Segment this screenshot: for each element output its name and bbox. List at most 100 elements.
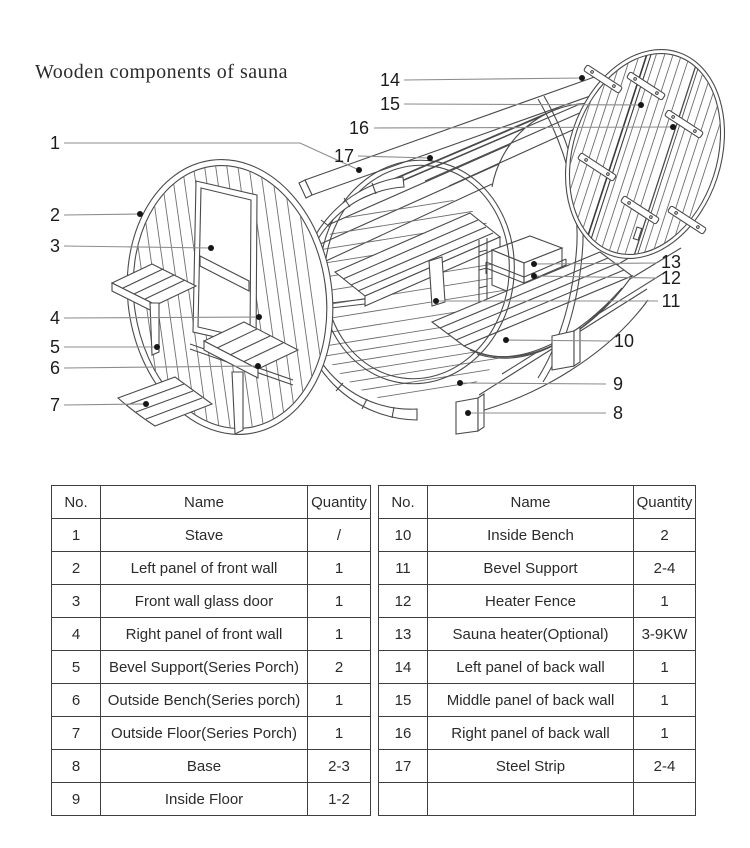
parts-table-left: No. Name Quantity 1 Stave / 2 Left panel… bbox=[51, 485, 371, 816]
parts-table-right: No. Name Quantity 10 Inside Bench 2 11 B… bbox=[378, 485, 696, 816]
cell-quantity: 1 bbox=[307, 683, 371, 717]
cell-no: 6 bbox=[51, 683, 101, 717]
table-header-row: No. Name Quantity bbox=[378, 485, 696, 519]
table-row: 4 Right panel of front wall 1 bbox=[51, 617, 371, 651]
table-row: 15 Middle panel of back wall 1 bbox=[378, 683, 696, 717]
cell-no: 7 bbox=[51, 716, 101, 750]
cell-no: 17 bbox=[378, 749, 428, 783]
bevel-support-leg bbox=[149, 302, 160, 356]
col-header-no: No. bbox=[378, 485, 428, 519]
col-header-quantity: Quantity bbox=[633, 485, 696, 519]
front-wall-glass-door bbox=[192, 180, 258, 347]
part-label-10: 10 bbox=[614, 331, 634, 351]
table-row: 2 Left panel of front wall 1 bbox=[51, 551, 371, 585]
table-row: 9 Inside Floor 1-2 bbox=[51, 782, 371, 816]
table-row: 6 Outside Bench(Series porch) 1 bbox=[51, 683, 371, 717]
outside-bench-lower bbox=[189, 321, 300, 435]
cell-quantity: 1 bbox=[307, 716, 371, 750]
sauna-exploded-diagram: 1 2 3 4 5 6 7 8 9 10 11 12 13 14 15 16 1… bbox=[50, 33, 740, 442]
part-label-9: 9 bbox=[613, 374, 623, 394]
outside-bench-upper bbox=[110, 263, 198, 356]
cell-no: 12 bbox=[378, 584, 428, 618]
cell-no: 11 bbox=[378, 551, 428, 585]
cell-name: Sauna heater(Optional) bbox=[427, 617, 634, 651]
cell-name: Inside Floor bbox=[100, 782, 308, 816]
panel-dividers bbox=[581, 36, 704, 270]
col-header-name: Name bbox=[427, 485, 634, 519]
table-row: 7 Outside Floor(Series Porch) 1 bbox=[51, 716, 371, 750]
back-wall-battens bbox=[577, 64, 707, 235]
part-label-4: 4 bbox=[50, 308, 60, 328]
cell-no: 4 bbox=[51, 617, 101, 651]
outside-floor bbox=[116, 376, 214, 427]
cell-name: Steel Strip bbox=[427, 749, 634, 783]
cell-no: 14 bbox=[378, 650, 428, 684]
table-row: 8 Base 2-3 bbox=[51, 749, 371, 783]
page-title: Wooden components of sauna bbox=[35, 61, 288, 83]
part-label-12: 12 bbox=[661, 268, 681, 288]
part-label-17: 17 bbox=[334, 146, 354, 166]
cell-quantity: 1-2 bbox=[307, 782, 371, 816]
cell-no: 9 bbox=[51, 782, 101, 816]
table-row: 10 Inside Bench 2 bbox=[378, 518, 696, 552]
cell-name: Bevel Support(Series Porch) bbox=[100, 650, 308, 684]
col-header-no: No. bbox=[51, 485, 101, 519]
cell-name: Bevel Support bbox=[427, 551, 634, 585]
barrel-top-staves bbox=[299, 103, 622, 274]
cell-name: Inside Bench bbox=[427, 518, 634, 552]
part-label-8: 8 bbox=[613, 403, 623, 423]
cell-no: 1 bbox=[51, 518, 101, 552]
cell-name: Base bbox=[100, 749, 308, 783]
cell-quantity: 2-4 bbox=[633, 749, 696, 783]
table-row: 17 Steel Strip 2-4 bbox=[378, 749, 696, 783]
cell-name: Middle panel of back wall bbox=[427, 683, 634, 717]
callout-dots bbox=[137, 75, 676, 416]
table-row: 13 Sauna heater(Optional) 3-9KW bbox=[378, 617, 696, 651]
cell-name: Right panel of front wall bbox=[100, 617, 308, 651]
part-label-1: 1 bbox=[50, 133, 60, 153]
cell-quantity: 1 bbox=[307, 617, 371, 651]
cell-name bbox=[427, 782, 634, 816]
inside-bench-left bbox=[304, 212, 502, 312]
part-label-13: 13 bbox=[661, 252, 681, 272]
cell-no: 16 bbox=[378, 716, 428, 750]
cell-quantity: 2-4 bbox=[633, 551, 696, 585]
cell-name: Front wall glass door bbox=[100, 584, 308, 618]
cell-name: Outside Bench(Series porch) bbox=[100, 683, 308, 717]
table-row: 12 Heater Fence 1 bbox=[378, 584, 696, 618]
table-row: 16 Right panel of back wall 1 bbox=[378, 716, 696, 750]
detached-stave bbox=[298, 74, 608, 199]
cell-no: 13 bbox=[378, 617, 428, 651]
col-header-quantity: Quantity bbox=[307, 485, 371, 519]
cell-quantity: 1 bbox=[307, 584, 371, 618]
table-row: 14 Left panel of back wall 1 bbox=[378, 650, 696, 684]
part-label-2: 2 bbox=[50, 205, 60, 225]
cell-quantity: 2 bbox=[633, 518, 696, 552]
cell-name: Stave bbox=[100, 518, 308, 552]
cell-quantity: / bbox=[307, 518, 371, 552]
cell-quantity: 1 bbox=[633, 584, 696, 618]
part-label-15: 15 bbox=[380, 94, 400, 114]
cell-no: 5 bbox=[51, 650, 101, 684]
bevel-support bbox=[428, 256, 446, 307]
cell-name: Right panel of back wall bbox=[427, 716, 634, 750]
table-row: 11 Bevel Support 2-4 bbox=[378, 551, 696, 585]
cell-quantity: 1 bbox=[307, 551, 371, 585]
table-row: 3 Front wall glass door 1 bbox=[51, 584, 371, 618]
leader-lines bbox=[63, 77, 674, 414]
part-label-11: 11 bbox=[662, 291, 681, 311]
cell-quantity: 1 bbox=[633, 683, 696, 717]
part-label-5: 5 bbox=[50, 337, 60, 357]
cell-name: Outside Floor(Series Porch) bbox=[100, 716, 308, 750]
cell-no: 10 bbox=[378, 518, 428, 552]
cell-quantity: 1 bbox=[633, 716, 696, 750]
cell-quantity bbox=[633, 782, 696, 816]
cell-no: 3 bbox=[51, 584, 101, 618]
cell-no: 15 bbox=[378, 683, 428, 717]
table-row: 1 Stave / bbox=[51, 518, 371, 552]
table-row bbox=[378, 782, 696, 816]
part-label-16: 16 bbox=[349, 118, 369, 138]
col-header-name: Name bbox=[100, 485, 308, 519]
cell-no: 2 bbox=[51, 551, 101, 585]
